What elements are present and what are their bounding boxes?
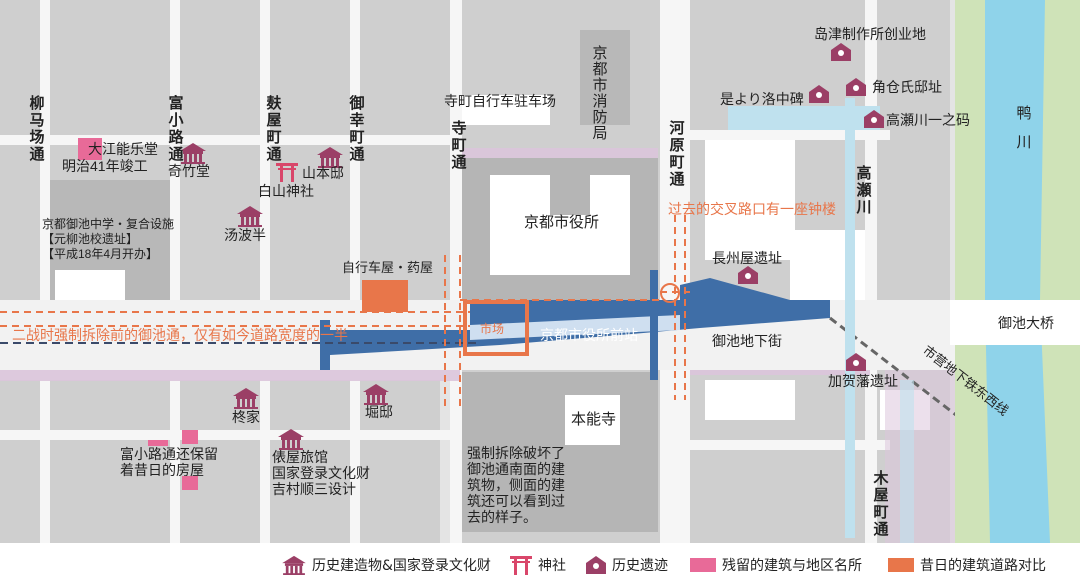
takasegawa-label: 高瀬川: [855, 164, 873, 216]
takase-ichi-label: 高瀬川一之码: [886, 112, 970, 128]
yanagibaba-label: 柳马场通: [28, 94, 45, 163]
bike-shop-block: [362, 280, 408, 312]
school-label: 京都御池中学・复合设施: [42, 216, 174, 231]
school-note2: 【平成18年4月开办】: [42, 246, 158, 261]
daikonoudou-note: 明治41年竣工: [62, 158, 148, 174]
tawaraya-note1: 国家登录文化财: [272, 465, 370, 481]
kawaramachi-label: 河原町通: [668, 119, 685, 188]
fuyacho-label: 麸屋町通: [265, 94, 283, 163]
legend-old-road-label: 昔日的建筑道路对比: [920, 558, 1046, 574]
legend-shrine: 神社: [510, 543, 566, 587]
legend-remnant: 残留的建筑与地区名所: [690, 543, 862, 587]
city-hall-label: 京都市役所: [524, 214, 599, 231]
demolish-note-4: 筑还可以看到过: [467, 493, 565, 509]
choshu-label: 長州屋遗址: [712, 250, 782, 266]
tawaraya-label: 俵屋旅馆: [272, 449, 328, 465]
korenoyori-label: 是より洛中碑: [720, 91, 804, 107]
torii-icon: [510, 555, 532, 575]
demolish-note-1: 强制拆除破坏了: [467, 445, 565, 461]
underground-label: 御池地下街: [712, 333, 782, 349]
tominokoji-label: 富小路通: [167, 94, 184, 163]
oike-underground: [330, 278, 830, 355]
legend-historic-buildings: 历史建造物&国家登录文化财: [282, 543, 491, 587]
bell-note: 过去的交叉路口有一座钟楼: [668, 201, 836, 217]
map-legend: 历史建造物&国家登录文化财 神社 历史遗迹 残留的建筑与地区名所 昔日的建筑道路…: [0, 543, 1080, 587]
teramachi-label: 寺町通: [450, 119, 467, 171]
market-outline: [463, 300, 529, 356]
war-note: 二战时强制拆除前的御池通，仅有如今道路宽度的一半: [12, 327, 348, 343]
historic-site-icon: [586, 556, 606, 574]
legend-old-road: 昔日的建筑道路对比: [888, 543, 1046, 587]
bike-shop-label: 自行车屋・药屋: [342, 260, 433, 275]
station-label: 京都市役所前站: [540, 327, 638, 343]
kakukura-label: 角仓氏邸址: [872, 79, 942, 95]
old-road-swatch: [888, 558, 914, 572]
legend-historic-site-label: 历史遗迹: [612, 558, 668, 574]
legend-historic-buildings-label: 历史建造物&国家登录文化财: [312, 558, 491, 574]
legend-historic-site: 历史遗迹: [586, 543, 668, 587]
tomi-note1: 富小路通还保留: [120, 446, 218, 462]
demolish-note-2: 御池通南面的建: [467, 461, 565, 477]
historic-building-icon: [282, 555, 306, 575]
honnoji-label: 本能寺: [571, 411, 616, 428]
kamo-label: 鸭川: [1015, 105, 1032, 163]
tawaraya-note2: 吉村顺三设计: [272, 481, 356, 497]
fire-station-label: 京都市消防局: [591, 45, 608, 141]
bike-parking-label: 寺町自行车驻车场: [444, 93, 556, 109]
kaga-label: 加贺藩遗址: [828, 373, 898, 389]
demolish-note-3: 筑物，侧面的建: [467, 477, 565, 493]
shimadzu-label: 岛津制作所创业地: [814, 26, 926, 42]
tomi-note2: 着昔日的房屋: [120, 462, 204, 478]
school-note1: 【元柳池校遗址】: [42, 231, 138, 246]
kiyamachi-label: 木屋町通: [872, 469, 890, 538]
kichikudo-label: 奇竹堂: [168, 163, 210, 179]
yubahan-label: 汤波半: [224, 227, 266, 243]
demolish-note-5: 去的样子。: [467, 509, 537, 525]
legend-remnant-label: 残留的建筑与地区名所: [722, 558, 862, 574]
remnant-swatch: [690, 558, 716, 572]
horitei-label: 堀邸: [365, 404, 393, 420]
hakusan-label: 白山神社: [258, 183, 314, 199]
yamamoto-label: 山本邸: [302, 165, 344, 181]
hiiragiya-label: 柊家: [232, 409, 260, 425]
gokomachi-label: 御幸町通: [348, 94, 366, 163]
oike-bridge-label: 御池大桥: [998, 315, 1054, 331]
market-label: 市场: [480, 321, 504, 336]
legend-shrine-label: 神社: [538, 558, 566, 574]
daikonoudou-label: 大江能乐堂: [88, 141, 158, 157]
